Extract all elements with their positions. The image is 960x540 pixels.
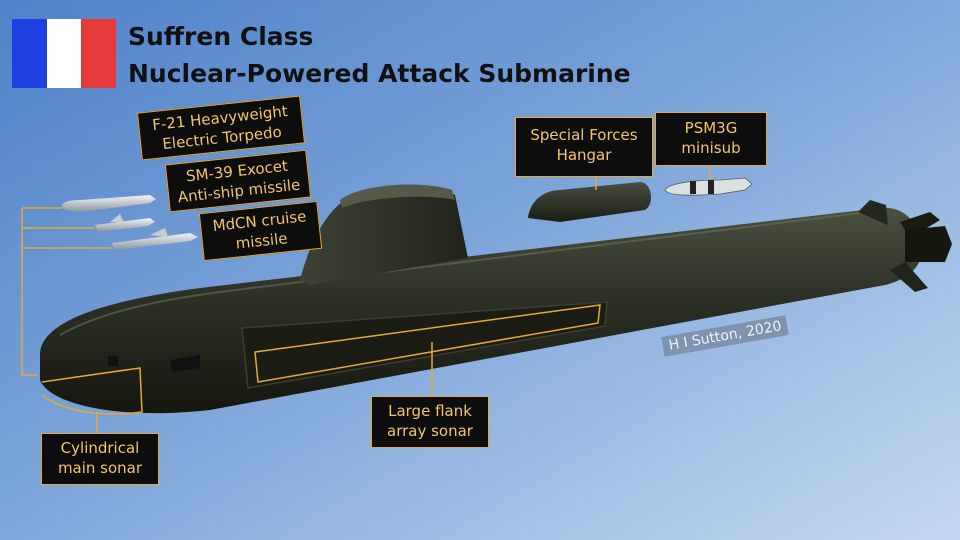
psm3g-label: PSM3G minisub (655, 112, 767, 166)
cylindrical-sonar-label: Cylindrical main sonar (41, 433, 159, 485)
special-forces-hangar (528, 182, 652, 222)
flank-array-sonar (241, 301, 608, 389)
tail-fin-upper (858, 200, 888, 225)
pump-jet (905, 226, 952, 262)
psm3g-label-line-1: PSM3G (684, 119, 738, 137)
minisub-band-2 (708, 180, 714, 194)
special-forces-label: Special Forces Hangar (515, 117, 653, 177)
cylindrical-sonar-label-line-2: main sonar (57, 459, 143, 477)
tail-fin-lower (890, 262, 928, 292)
flank-array-highlight (254, 304, 601, 383)
flag-blue-stripe (12, 19, 47, 88)
minisub-band-1 (690, 181, 696, 194)
flank-sonar-label-line-2: array sonar (387, 422, 473, 440)
mdcn-missile (112, 233, 198, 250)
page-title: Suffren Class Nuclear-Powered Attack Sub… (128, 18, 631, 92)
flag-white-stripe (46, 19, 82, 88)
mdcn-fin (150, 228, 168, 237)
hull-highlight (59, 212, 861, 336)
flank-sonar-label: Large flank array sonar (371, 396, 489, 448)
exocet-fin (110, 214, 124, 222)
torpedo-door (170, 355, 200, 372)
submarine-sail (300, 187, 468, 285)
flank-sonar-label-line-1: Large flank (388, 402, 472, 420)
nose-hatch (108, 356, 118, 366)
french-flag (12, 19, 117, 88)
flag-red-stripe (81, 19, 117, 88)
cylindrical-sonar-label-line-1: Cylindrical (60, 439, 140, 457)
sm39-exocet (95, 218, 155, 232)
special-forces-label-line-1: Special Forces (530, 126, 638, 144)
leader-lines (21, 165, 711, 433)
special-forces-label-line-2: Hangar (556, 146, 612, 164)
psm3g-label-line-2: minisub (681, 139, 741, 157)
f21-torpedo (62, 195, 156, 212)
title-line-2: Nuclear-Powered Attack Submarine (128, 59, 631, 88)
leader-weapons-bracket (21, 208, 38, 376)
sail-top (340, 184, 455, 208)
cylindrical-sonar-outline (41, 367, 143, 415)
title-line-1: Suffren Class (128, 22, 314, 51)
